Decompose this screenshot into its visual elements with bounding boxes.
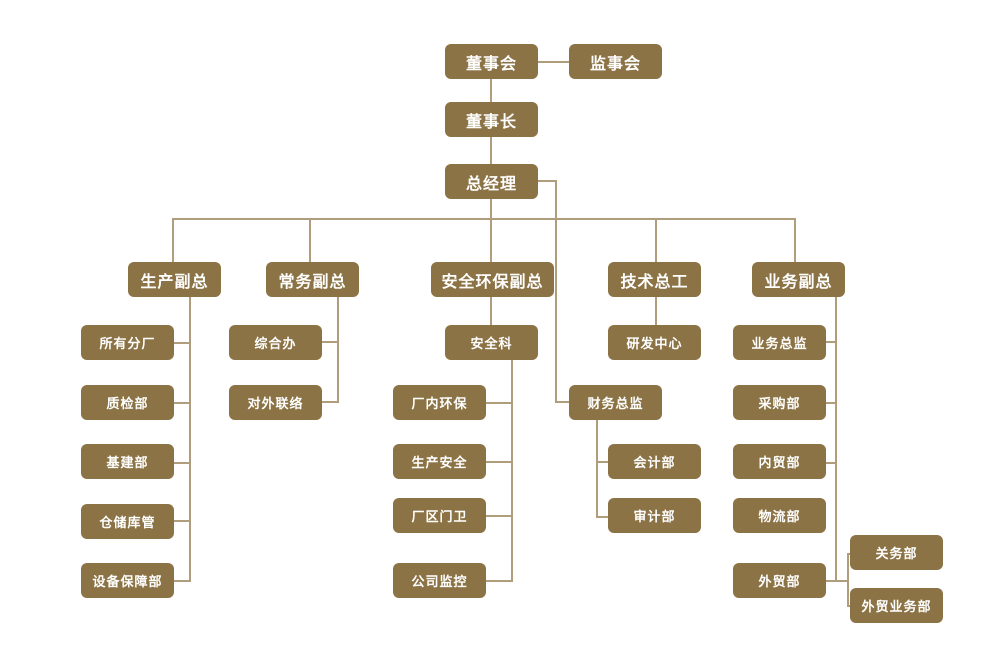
node-quality-inspection: 质检部 [81, 385, 174, 420]
node-executive-vp: 常务副总 [266, 262, 359, 297]
connector [490, 198, 492, 263]
node-general-manager: 总经理 [445, 164, 538, 199]
connector [596, 419, 598, 518]
connector [826, 341, 836, 343]
connector [174, 342, 190, 344]
connector [537, 180, 556, 182]
connector [490, 79, 492, 102]
connector [490, 137, 492, 164]
node-plant-env: 厂内环保 [393, 385, 486, 420]
connector [596, 461, 609, 463]
connector [835, 297, 837, 582]
connector [555, 180, 557, 402]
node-audit: 审计部 [608, 498, 701, 533]
connector [511, 360, 513, 582]
node-supervisory-board: 监事会 [569, 44, 662, 79]
node-company-monitoring: 公司监控 [393, 563, 486, 598]
node-customs: 关务部 [850, 535, 943, 570]
connector [322, 401, 338, 403]
connector [486, 515, 512, 517]
node-chief-engineer: 技术总工 [608, 262, 701, 297]
node-general-office: 综合办 [229, 325, 322, 360]
node-business-director: 业务总监 [733, 325, 826, 360]
connector [174, 462, 190, 464]
node-warehouse: 仓储库管 [81, 504, 174, 539]
connector [309, 218, 311, 263]
node-branch-factories: 所有分厂 [81, 325, 174, 360]
node-foreign-trade-business: 外贸业务部 [850, 588, 943, 623]
node-safety-env-vp: 安全环保副总 [431, 262, 554, 297]
connector [337, 297, 339, 403]
node-domestic-trade: 内贸部 [733, 444, 826, 479]
connector [826, 402, 836, 404]
connector [174, 580, 190, 582]
node-equipment-support: 设备保障部 [81, 563, 174, 598]
connector [322, 341, 338, 343]
connector [826, 462, 836, 464]
connector [555, 401, 569, 403]
node-board: 董事会 [445, 44, 538, 79]
node-foreign-trade: 外贸部 [733, 563, 826, 598]
connector [174, 402, 190, 404]
connector [826, 580, 848, 582]
node-business-vp: 业务副总 [752, 262, 845, 297]
node-infrastructure: 基建部 [81, 444, 174, 479]
connector [486, 402, 512, 404]
connector [847, 553, 849, 606]
connector [847, 605, 850, 607]
connector [174, 520, 190, 522]
node-plant-guard: 厂区门卫 [393, 498, 486, 533]
connector [189, 297, 191, 582]
node-finance-director: 财务总监 [569, 385, 662, 420]
connector [847, 553, 850, 555]
connector [172, 218, 174, 263]
node-external-liaison: 对外联络 [229, 385, 322, 420]
node-safety-section: 安全科 [445, 325, 538, 360]
connector [596, 516, 609, 518]
node-logistics: 物流部 [733, 498, 826, 533]
connector [655, 297, 657, 325]
node-accounting: 会计部 [608, 444, 701, 479]
node-rd-center: 研发中心 [608, 325, 701, 360]
node-production-vp: 生产副总 [128, 262, 221, 297]
connector [172, 218, 795, 220]
node-production-safety: 生产安全 [393, 444, 486, 479]
connector [486, 461, 512, 463]
connector [794, 218, 796, 263]
connector [537, 61, 569, 63]
node-procurement: 采购部 [733, 385, 826, 420]
connector [490, 297, 492, 325]
connector [486, 580, 512, 582]
connector [655, 218, 657, 263]
node-chairman: 董事长 [445, 102, 538, 137]
